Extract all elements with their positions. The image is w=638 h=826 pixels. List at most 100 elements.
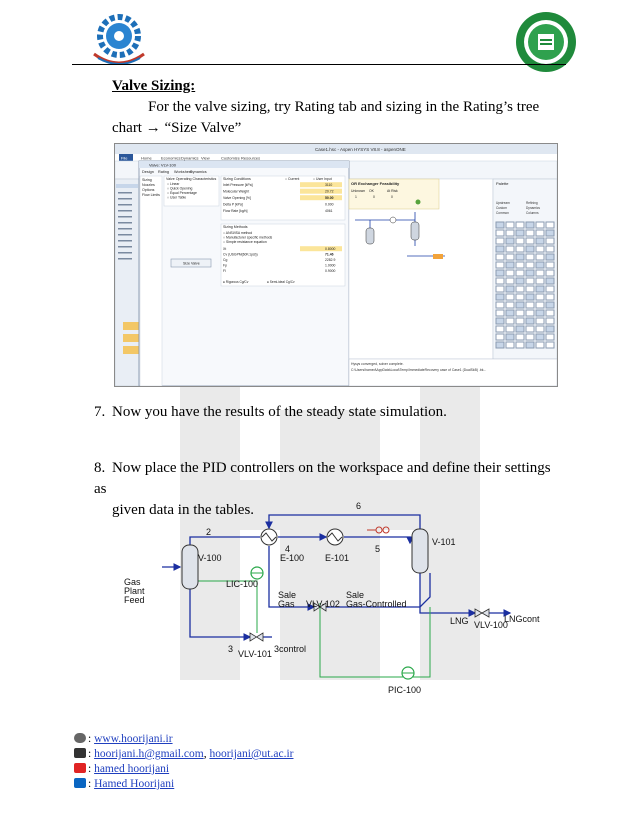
process-flow-diagram: V-100 V-101 E-100 E-101 2 4 5 6 3 LIC-10… (124, 501, 540, 695)
palette-tool-icon (515, 341, 525, 349)
sizing-footer-option[interactable]: ● Semi-ideal Cg/Cv (267, 280, 295, 284)
method-row-label: Cv (USGPM(60F,1psi)) (223, 253, 258, 257)
palette-tool-icon (535, 333, 545, 341)
palette-tool-icon (535, 245, 545, 253)
sizing-row-label: Valve Opening [%] (223, 196, 251, 200)
palette-tab[interactable]: Refining (526, 201, 538, 205)
palette-tool-icon (535, 261, 545, 269)
v100-vessel[interactable] (181, 544, 199, 590)
dialog-tab[interactable]: Worksheet (174, 170, 193, 174)
size-valve-button-label: Size Valve (183, 262, 200, 266)
palette-tool-icon (505, 277, 515, 285)
menu-tab[interactable]: Resources (241, 156, 260, 161)
sizing-method-option[interactable]: ○ Simple resistance equation (223, 240, 267, 244)
youtube-link[interactable]: hamed hoorijani (94, 763, 170, 775)
method-row-value[interactable]: 0.8000 (325, 247, 335, 251)
vlv102-valve[interactable] (313, 602, 327, 612)
dialog-tab[interactable]: Dynamics (190, 170, 207, 174)
email-icon (74, 748, 86, 758)
palette-tool-icon (495, 285, 505, 293)
sizing-method-option[interactable]: ○ Manufacturer specific methods (223, 236, 272, 240)
nav-line (118, 216, 132, 218)
label-e100: E-100 (280, 553, 304, 563)
valve-char-option[interactable]: ○ Linear (167, 182, 180, 186)
step-7-number: 7. (94, 404, 106, 420)
v101-vessel[interactable] (411, 528, 429, 574)
palette-tool-icon (535, 317, 545, 325)
menu-tab[interactable]: View (201, 156, 210, 161)
palette-tool-icon (495, 253, 505, 261)
tree-item[interactable]: Flow Limits (142, 193, 160, 197)
banner-col-label: OK (369, 189, 375, 193)
menu-tab[interactable]: Dynamics (181, 156, 199, 161)
nav-line (118, 234, 132, 236)
method-row-value[interactable]: 71.46 (325, 253, 334, 257)
method-row-label: Xt (223, 247, 226, 251)
paragraph-line-1: For the valve sizing, try Rating tab and… (148, 99, 540, 115)
method-row-label: Fl (223, 269, 226, 273)
nav-line (118, 210, 132, 212)
palette-tool-icon (505, 245, 515, 253)
sizing-footer-option[interactable]: ● Rigorous Cg/Cv (223, 280, 249, 284)
nav-line (118, 246, 132, 248)
method-row-value[interactable]: 1.0000 (325, 264, 335, 268)
vlv101-valve[interactable] (249, 632, 264, 642)
tree-item[interactable]: Nozzles (142, 183, 155, 187)
palette-tool-icon (545, 293, 555, 301)
sizing-row-value[interactable]: 3110 (325, 183, 332, 187)
menu-tab[interactable]: File (121, 156, 128, 161)
palette-tool-icon (535, 237, 545, 245)
sizing-row-value[interactable]: 50.00 (325, 196, 334, 200)
palette-tool-icon (525, 269, 535, 277)
dialog-tab[interactable]: Design (142, 170, 154, 174)
method-row-value[interactable]: 0.9000 (325, 269, 335, 273)
palette-tab[interactable]: Columns (526, 211, 539, 215)
palette-tool-icon (505, 301, 515, 309)
tree-item[interactable]: Options (142, 188, 155, 192)
label-stream-5: 5 (375, 544, 380, 554)
palette-tab[interactable]: Upstream (496, 201, 510, 205)
palette-tab[interactable]: Common (496, 211, 509, 215)
palette-tool-icon (545, 317, 555, 325)
palette-tool-icon (515, 245, 525, 253)
tree-item[interactable]: Sizing (142, 178, 152, 182)
sizing-row-value[interactable]: 20.72 (325, 190, 334, 194)
palette-tool-icon (525, 285, 535, 293)
valve-char-option[interactable]: ○ Equal Percentage (167, 191, 197, 195)
menu-tab[interactable]: Home (141, 156, 152, 161)
dialog-tab[interactable]: Rating (158, 170, 169, 174)
palette-tool-icon (515, 293, 525, 301)
palette-tool-icon (525, 245, 535, 253)
palette-tool-icon (535, 269, 545, 277)
menu-tab[interactable]: Customize (221, 156, 241, 161)
palette-tool-icon (545, 253, 555, 261)
valve-char-option[interactable]: ○ User Table (167, 196, 186, 200)
nav-line (118, 252, 132, 254)
palette-tab[interactable]: Dynamics (526, 206, 540, 210)
palette-tool-icon (515, 261, 525, 269)
sizing-method-option[interactable]: ○ ANSI/ISA method (223, 231, 252, 235)
palette-tab[interactable]: Custom (496, 206, 507, 210)
feasibility-banner: OR Exchanger Feasibility (351, 181, 400, 186)
palette-tool-icon (525, 293, 535, 301)
linkedin-link[interactable]: Hamed Hoorijani (94, 778, 175, 790)
label-e101: E-101 (325, 553, 349, 563)
palette-tool-icon (505, 341, 515, 349)
sizing-mode-option[interactable]: ○ Current (285, 177, 299, 181)
label-lng: LNG (450, 616, 469, 626)
sizing-row-value[interactable]: 0.000 (325, 203, 334, 207)
size-valve-button[interactable] (170, 258, 212, 268)
menu-tab[interactable]: Economics (161, 156, 181, 161)
vlv100-valve[interactable] (474, 608, 490, 618)
valve-char-title: Valve Operating Characteristics (166, 177, 216, 181)
method-row-value[interactable]: 2282.9 (325, 258, 335, 262)
university-seal-icon (516, 12, 576, 72)
sizing-cond-title: Sizing Conditions (223, 177, 251, 181)
website-link[interactable]: www.hoorijani.ir (94, 733, 173, 745)
valve-char-option[interactable]: ○ Quick Opening (167, 187, 193, 191)
email-link-1[interactable]: hoorijani.h@gmail.com (94, 748, 204, 760)
sizing-row-value[interactable]: 4061 (325, 209, 333, 213)
header-rule (72, 64, 566, 65)
email-link-2[interactable]: hoorijani@ut.ac.ir (209, 748, 294, 760)
sizing-mode-option[interactable]: ○ User Input (313, 177, 332, 181)
